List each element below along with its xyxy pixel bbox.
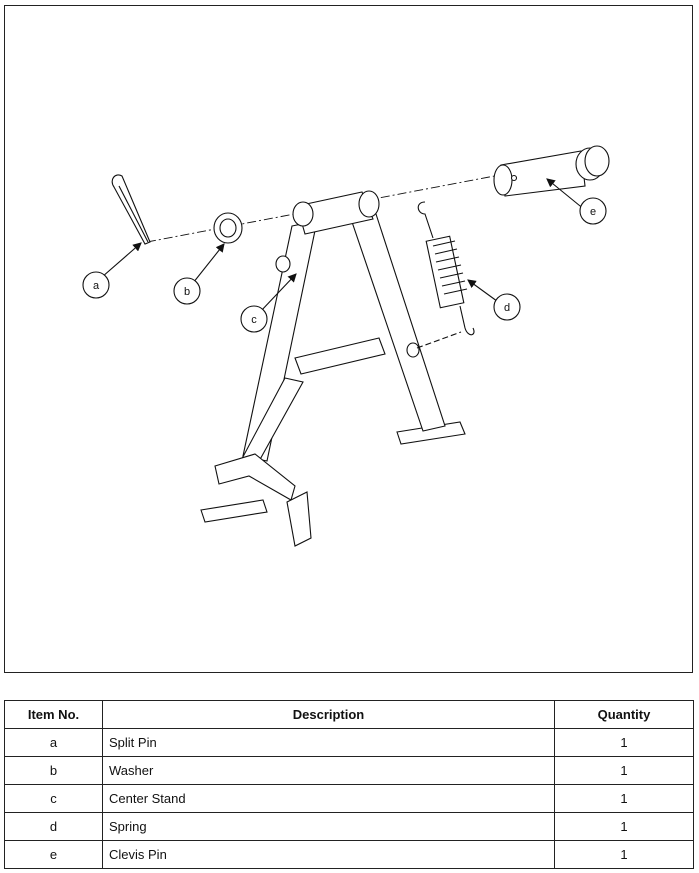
- header-item-no: Item No.: [4, 700, 103, 729]
- cell-description: Center Stand: [102, 784, 555, 813]
- callout-label-b: b: [184, 286, 190, 298]
- cell-description: Clevis Pin: [102, 840, 555, 869]
- cell-description: Washer: [102, 756, 555, 785]
- center-stand-illustration: a b c d e: [82, 145, 610, 547]
- callout-circle-d: [493, 293, 521, 321]
- leader-c: [259, 273, 297, 313]
- cell-description: Spring: [102, 812, 555, 841]
- table-row: e Clevis Pin 1: [4, 840, 694, 869]
- table-row: a Split Pin 1: [4, 728, 694, 757]
- table-row: b Washer 1: [4, 756, 694, 785]
- header-quantity: Quantity: [554, 700, 694, 729]
- callout-label-e: e: [590, 206, 596, 218]
- parts-table: Item No. Description Quantity a Split Pi…: [4, 700, 694, 869]
- cell-item: b: [4, 756, 103, 785]
- spring-post-leader: [416, 331, 462, 349]
- cell-item: a: [4, 728, 103, 757]
- spring-part: [417, 201, 475, 336]
- leader-b: [192, 243, 225, 284]
- callout-circle-b: [173, 277, 201, 305]
- cell-item: e: [4, 840, 103, 869]
- center-stand-part: [200, 190, 466, 547]
- clevis-pin-part: [493, 145, 610, 197]
- callout-label-c: c: [251, 314, 257, 326]
- header-description: Description: [102, 700, 555, 729]
- callout-circle-e: [579, 197, 607, 225]
- cell-quantity: 1: [554, 840, 694, 869]
- cell-quantity: 1: [554, 756, 694, 785]
- leader-a: [101, 242, 142, 278]
- cell-item: c: [4, 784, 103, 813]
- callout-label-d: d: [504, 302, 510, 314]
- leader-e: [546, 178, 586, 211]
- cell-quantity: 1: [554, 812, 694, 841]
- callout-circle-a: [82, 271, 110, 299]
- cell-description: Split Pin: [102, 728, 555, 757]
- table-row: d Spring 1: [4, 812, 694, 841]
- split-pin-part: [111, 174, 151, 245]
- cell-item: d: [4, 812, 103, 841]
- cell-quantity: 1: [554, 728, 694, 757]
- exploded-view-diagram: a b c d e: [4, 5, 693, 673]
- callout-circle-c: [240, 305, 268, 333]
- callout-label-a: a: [93, 280, 100, 292]
- table-row: c Center Stand 1: [4, 784, 694, 813]
- parts-table-header-row: Item No. Description Quantity: [4, 700, 694, 729]
- cell-quantity: 1: [554, 784, 694, 813]
- washer-part: [213, 212, 243, 244]
